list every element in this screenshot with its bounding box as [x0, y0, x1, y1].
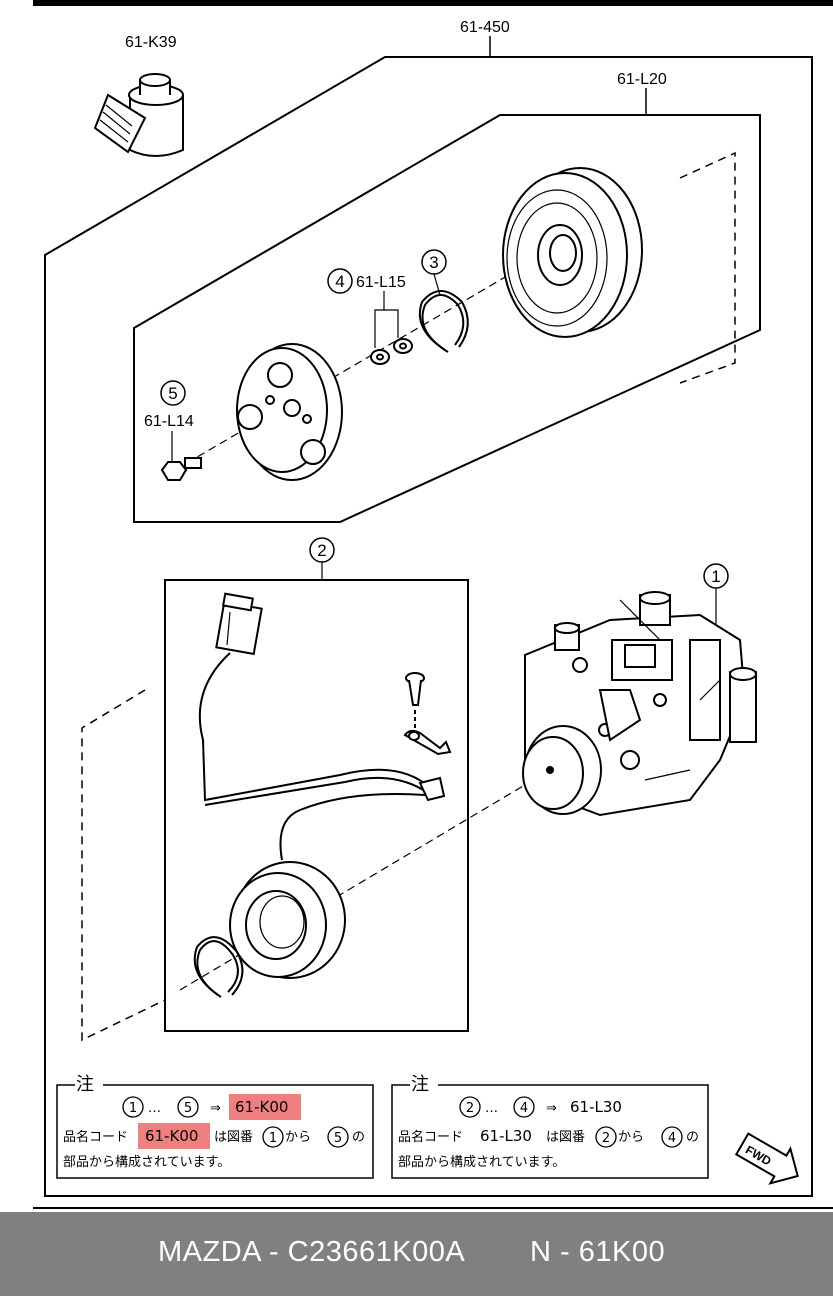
coil-connector-part	[215, 592, 263, 656]
assembly-label: 61-450	[460, 19, 510, 36]
svg-text:部品から構成されています。: 部品から構成されています。	[398, 1155, 565, 1170]
bolt-part	[160, 457, 202, 481]
svg-text:2: 2	[602, 1131, 610, 1146]
svg-text:5: 5	[184, 1101, 192, 1116]
connector-label: 61-K39	[125, 34, 177, 51]
svg-text:4: 4	[668, 1131, 676, 1146]
svg-text:から: から	[285, 1130, 311, 1145]
clutch-kit-frame	[133, 114, 761, 523]
note-right-code: 61-L30	[570, 1098, 622, 1116]
coil-axis-line	[179, 769, 551, 991]
note-right-code2: 61-L30	[480, 1127, 532, 1145]
shim-part-a	[370, 349, 390, 365]
callout-4: 4	[335, 272, 344, 291]
note-left-code-highlight	[229, 1094, 301, 1120]
svg-text:5: 5	[334, 1131, 342, 1146]
ground-screw-part	[403, 672, 452, 756]
bolt-label: 61-L14	[144, 413, 194, 430]
footer-bar: MAZDA - C23661K00A N - 61K00	[0, 1212, 833, 1296]
field-coil-part	[229, 861, 346, 979]
svg-text:品名コード: 品名コード	[398, 1129, 463, 1145]
note-left-code2: 61-K00	[145, 1127, 198, 1145]
shim-part-b	[393, 338, 413, 354]
svg-text:…: …	[148, 1101, 161, 1116]
note-left: 注 1 … 5 ⇒ 61-K00 品名コード 61-K00 は図番 1 から 5…	[56, 1074, 374, 1179]
coil-snap-ring-part	[193, 936, 244, 998]
coil-frame	[164, 579, 469, 1032]
callout-5: 5	[168, 384, 177, 403]
clutch-axis-line	[174, 244, 561, 471]
svg-text:の: の	[352, 1130, 365, 1145]
svg-text:2: 2	[466, 1101, 474, 1116]
callout-4-circle	[327, 268, 353, 294]
callout-2: 2	[317, 541, 326, 560]
svg-text:は図番: は図番	[214, 1130, 253, 1145]
svg-text:1: 1	[269, 1131, 277, 1146]
note-left-code: 61-K00	[235, 1098, 288, 1116]
shims-leader	[374, 291, 385, 348]
note-left-code2-highlight	[138, 1123, 210, 1149]
clutch-kit-label: 61-L20	[617, 71, 667, 88]
svg-text:…: …	[485, 1101, 498, 1116]
connector-part	[93, 73, 184, 157]
footer-part-number: MAZDA - C23661K00A	[158, 1236, 466, 1268]
assembly-frame	[44, 56, 813, 1197]
parts-diagram: 61-450 61-K39 61-L20 3 4 61-L15	[33, 0, 833, 1209]
svg-text:から: から	[618, 1130, 644, 1145]
footer-code: N - 61K00	[530, 1236, 666, 1268]
svg-text:の: の	[686, 1130, 699, 1145]
svg-text:品名コード: 品名コード	[63, 1129, 128, 1145]
shims-label: 61-L15	[356, 274, 406, 291]
fwd-arrow-icon: FWD	[734, 1132, 799, 1185]
svg-text:⇒: ⇒	[210, 1101, 221, 1116]
callout-5-circle	[160, 380, 186, 406]
svg-text:注: 注	[76, 1074, 94, 1095]
snap-ring-part	[418, 290, 469, 353]
callout-3: 3	[429, 253, 438, 272]
coil-wire	[198, 652, 431, 806]
svg-text:注: 注	[411, 1074, 429, 1095]
note-right: 注 2 … 4 ⇒ 61-L30 品名コード 61-L30 は図番 2 から 4…	[391, 1074, 709, 1179]
pulley-dashed-bracket	[679, 151, 736, 384]
coil-ground-wire	[279, 793, 426, 861]
pulley-part	[502, 167, 643, 338]
svg-text:は図番: は図番	[546, 1130, 585, 1145]
svg-text:部品から構成されています。: 部品から構成されています。	[63, 1155, 230, 1170]
svg-text:⇒: ⇒	[546, 1101, 557, 1116]
svg-text:1: 1	[129, 1101, 137, 1116]
coil-dashed-outline	[81, 689, 166, 1042]
svg-text:4: 4	[520, 1101, 528, 1116]
armature-plate-part	[236, 343, 343, 481]
top-border	[33, 0, 833, 6]
compressor-part	[522, 591, 757, 817]
callout-1: 1	[711, 567, 720, 586]
